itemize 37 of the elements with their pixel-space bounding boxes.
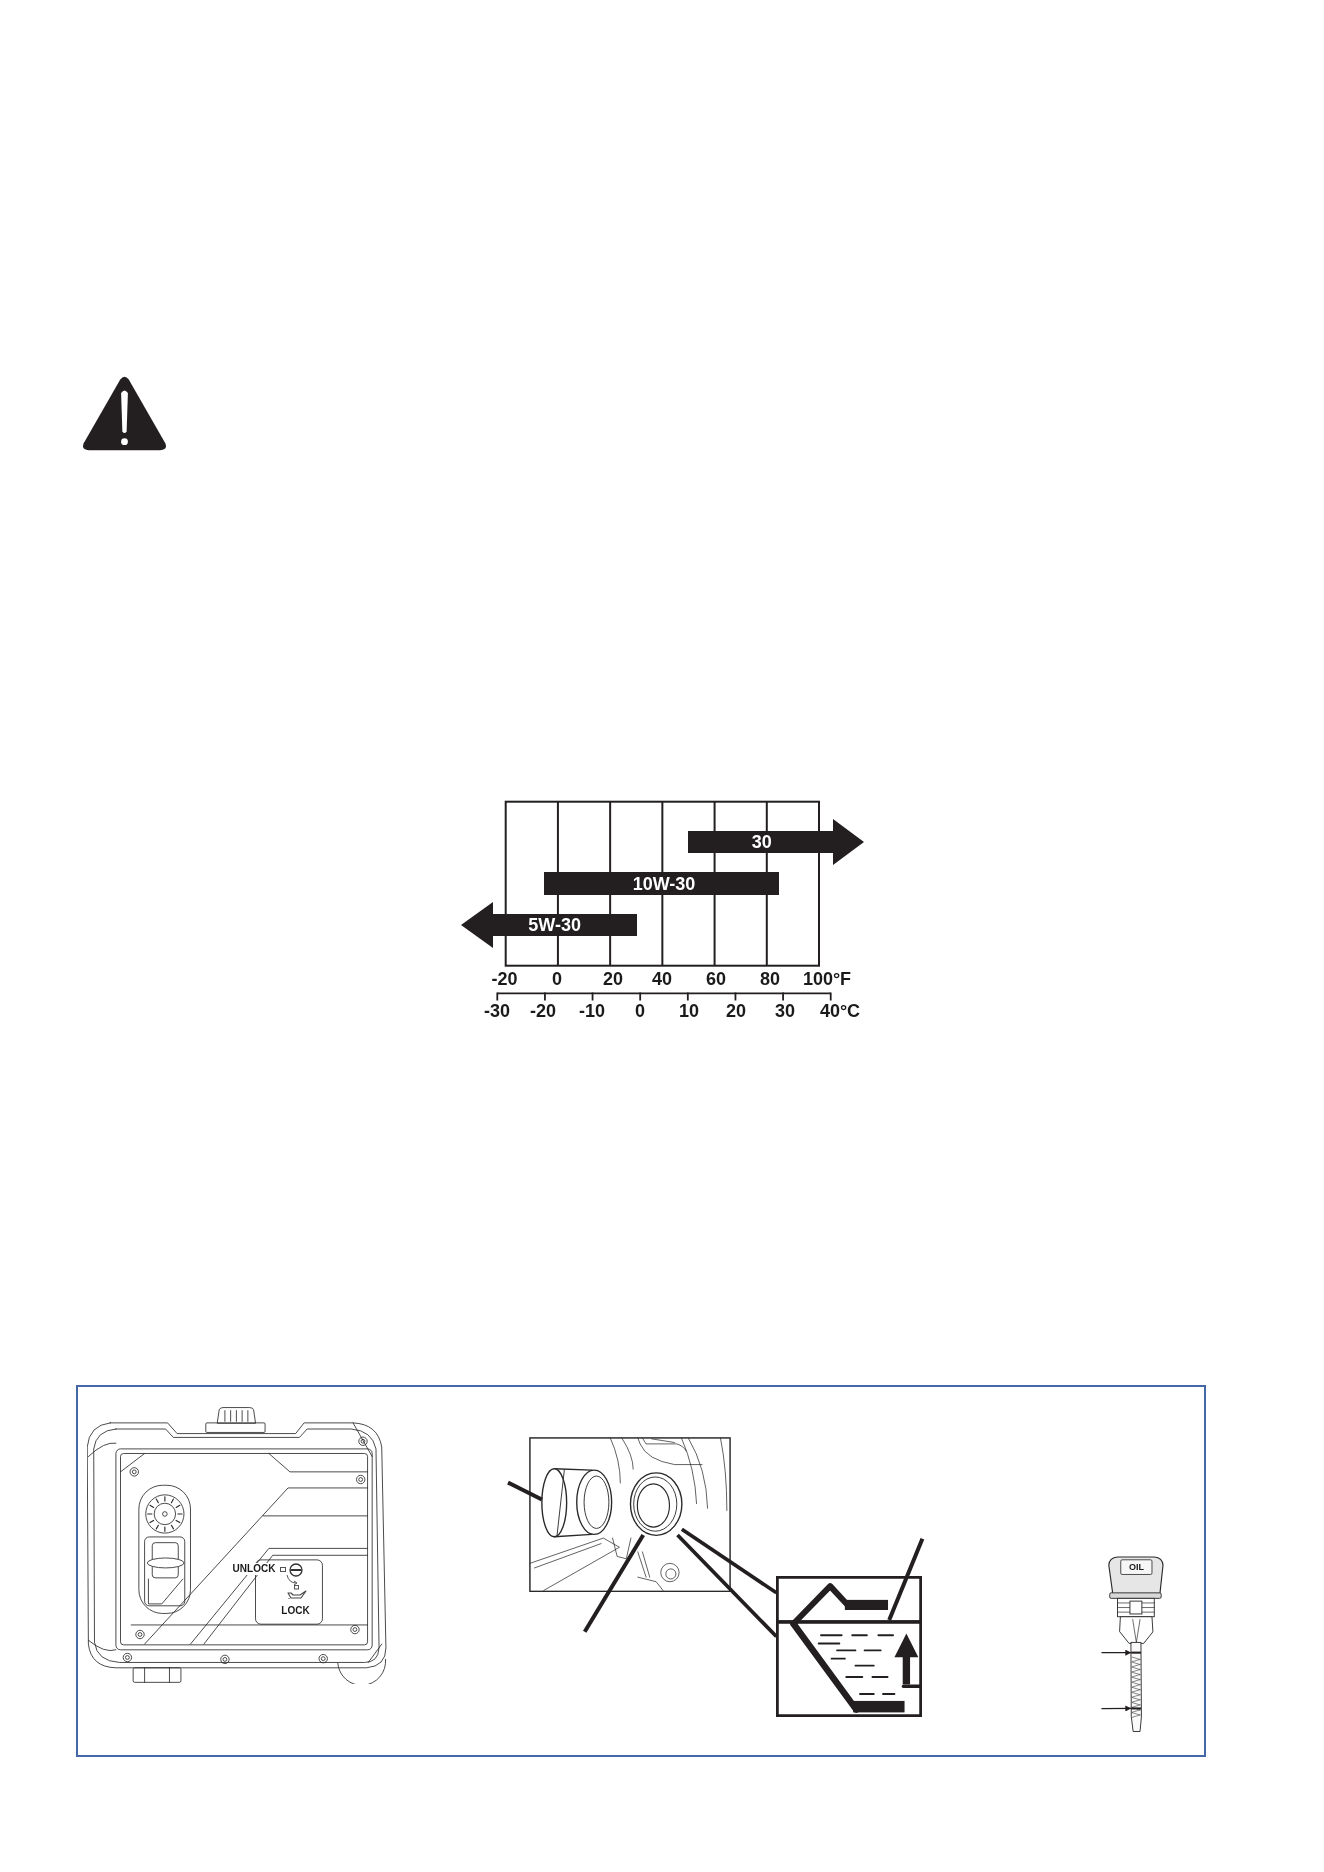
magnifier-line xyxy=(676,1533,778,1638)
level-mark xyxy=(1131,1707,1141,1710)
oil-cap-drawing xyxy=(541,1467,613,1538)
magnifier-line xyxy=(680,1527,778,1595)
tick-label: 0 xyxy=(635,1002,645,1020)
tick-label: 0 xyxy=(552,970,562,988)
tick-label: -20 xyxy=(530,1002,556,1020)
filler-opening-drawing xyxy=(629,1471,683,1536)
tick-label: 40 xyxy=(652,970,672,988)
tick-label: 100°F xyxy=(802,970,852,988)
tick-label: 20 xyxy=(726,1002,746,1020)
arrow xyxy=(1100,1705,1132,1712)
position-label: LOCK xyxy=(281,1606,310,1616)
range-arrow xyxy=(460,902,637,948)
range-bar xyxy=(544,872,779,895)
cap-lettering: OIL xyxy=(1128,1562,1144,1572)
position-label: UNLOCK xyxy=(230,1562,278,1575)
level-mark xyxy=(1131,1651,1141,1654)
oil-level-drawing xyxy=(776,1575,923,1717)
tick-label: 60 xyxy=(706,970,726,988)
grade-label: 10W-30 xyxy=(632,874,696,893)
leader-line xyxy=(583,1533,645,1633)
tick-label: 40°C xyxy=(819,1002,861,1020)
leader-line xyxy=(507,1480,543,1502)
filler-closeup-drawing xyxy=(529,1436,731,1592)
tick-label: 80 xyxy=(760,970,780,988)
tick-label: -30 xyxy=(484,1002,510,1020)
leader-line xyxy=(887,1537,925,1621)
grade-label: 30 xyxy=(751,833,772,851)
tick-label: -20 xyxy=(491,970,518,988)
tick-label: 30 xyxy=(775,1002,795,1020)
arrow xyxy=(1100,1649,1132,1656)
range-arrow xyxy=(688,819,864,865)
tick-label: 10 xyxy=(679,1002,699,1020)
tick-label: 20 xyxy=(603,970,623,988)
grade-label: 5W-30 xyxy=(528,916,581,934)
tick-label: -10 xyxy=(579,1002,605,1020)
